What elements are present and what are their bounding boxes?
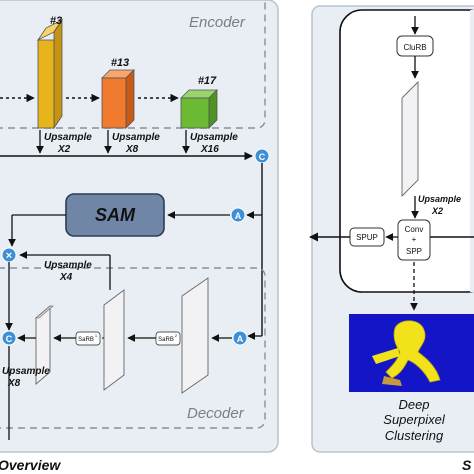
attention-op-upper: A: [230, 207, 246, 223]
block-17-label: #17: [198, 75, 217, 87]
decoder-feature-map-2: [103, 289, 125, 391]
svg-text:C: C: [259, 152, 266, 162]
sarb-1-label: SaRB: [78, 337, 94, 343]
caption-line3: Clustering: [385, 428, 444, 443]
sarb-2-sup: 2: [175, 333, 178, 338]
block-3-label: #3: [50, 15, 62, 27]
overview-label: Overview: [0, 457, 61, 473]
upsample-x8-line1: Upsample: [112, 132, 160, 143]
plus-label: +: [412, 235, 417, 244]
upsample-x2-line1: Upsample: [44, 132, 92, 143]
superpixel-output-image: [349, 314, 474, 392]
upsample-x4-line1: Upsample: [44, 260, 92, 271]
upsample-x16-line2: X16: [200, 144, 219, 155]
upsample-x4-line2: X4: [59, 272, 73, 283]
encoder-block-3: [36, 18, 64, 130]
spp-label: SPP: [406, 247, 422, 256]
encoder-block-13: [101, 69, 135, 129]
multiply-op: ×: [1, 247, 17, 263]
svg-text:C: C: [6, 334, 13, 344]
upsample-x2-line2: X2: [57, 144, 71, 155]
sarb-1-sup: 1: [95, 333, 98, 338]
conv-label: Conv: [405, 225, 424, 234]
right-feature-map: [401, 80, 419, 198]
block-13-label: #13: [111, 57, 129, 69]
right-panel-title: S: [462, 457, 472, 473]
caption-line1: Deep: [398, 397, 429, 412]
right-upsample-line2: X2: [431, 206, 443, 216]
conv-spp-block: [397, 219, 431, 261]
encoder-title: Encoder: [189, 14, 246, 31]
spup-label: SPUP: [356, 233, 378, 242]
svg-text:×: ×: [6, 250, 12, 262]
caption-line2: Superpixel: [383, 412, 446, 427]
encoder-block-17: [180, 89, 218, 129]
upsample-x16-line1: Upsample: [190, 132, 238, 143]
right-upsample-line1: Upsample: [418, 194, 461, 204]
decoder-feature-map-3: [181, 277, 209, 394]
upsample-x8-dec-line2: X8: [7, 378, 21, 389]
decoder-region: [0, 267, 266, 429]
svg-text:A: A: [237, 334, 244, 344]
concat-op-top: C: [254, 148, 270, 164]
concat-op-bottom: C: [1, 330, 17, 346]
upsample-x8-line2: X8: [125, 144, 139, 155]
attention-op-lower: A: [232, 330, 248, 346]
svg-text:A: A: [235, 211, 242, 221]
upsample-x8-dec-line1: Upsample: [2, 366, 50, 377]
decoder-feature-map-1: [35, 305, 54, 385]
sam-label: SAM: [95, 205, 136, 225]
sarb-2-label: SaRB: [158, 337, 174, 343]
clurb-label: CluRB: [403, 43, 426, 52]
decoder-title: Decoder: [187, 405, 245, 422]
